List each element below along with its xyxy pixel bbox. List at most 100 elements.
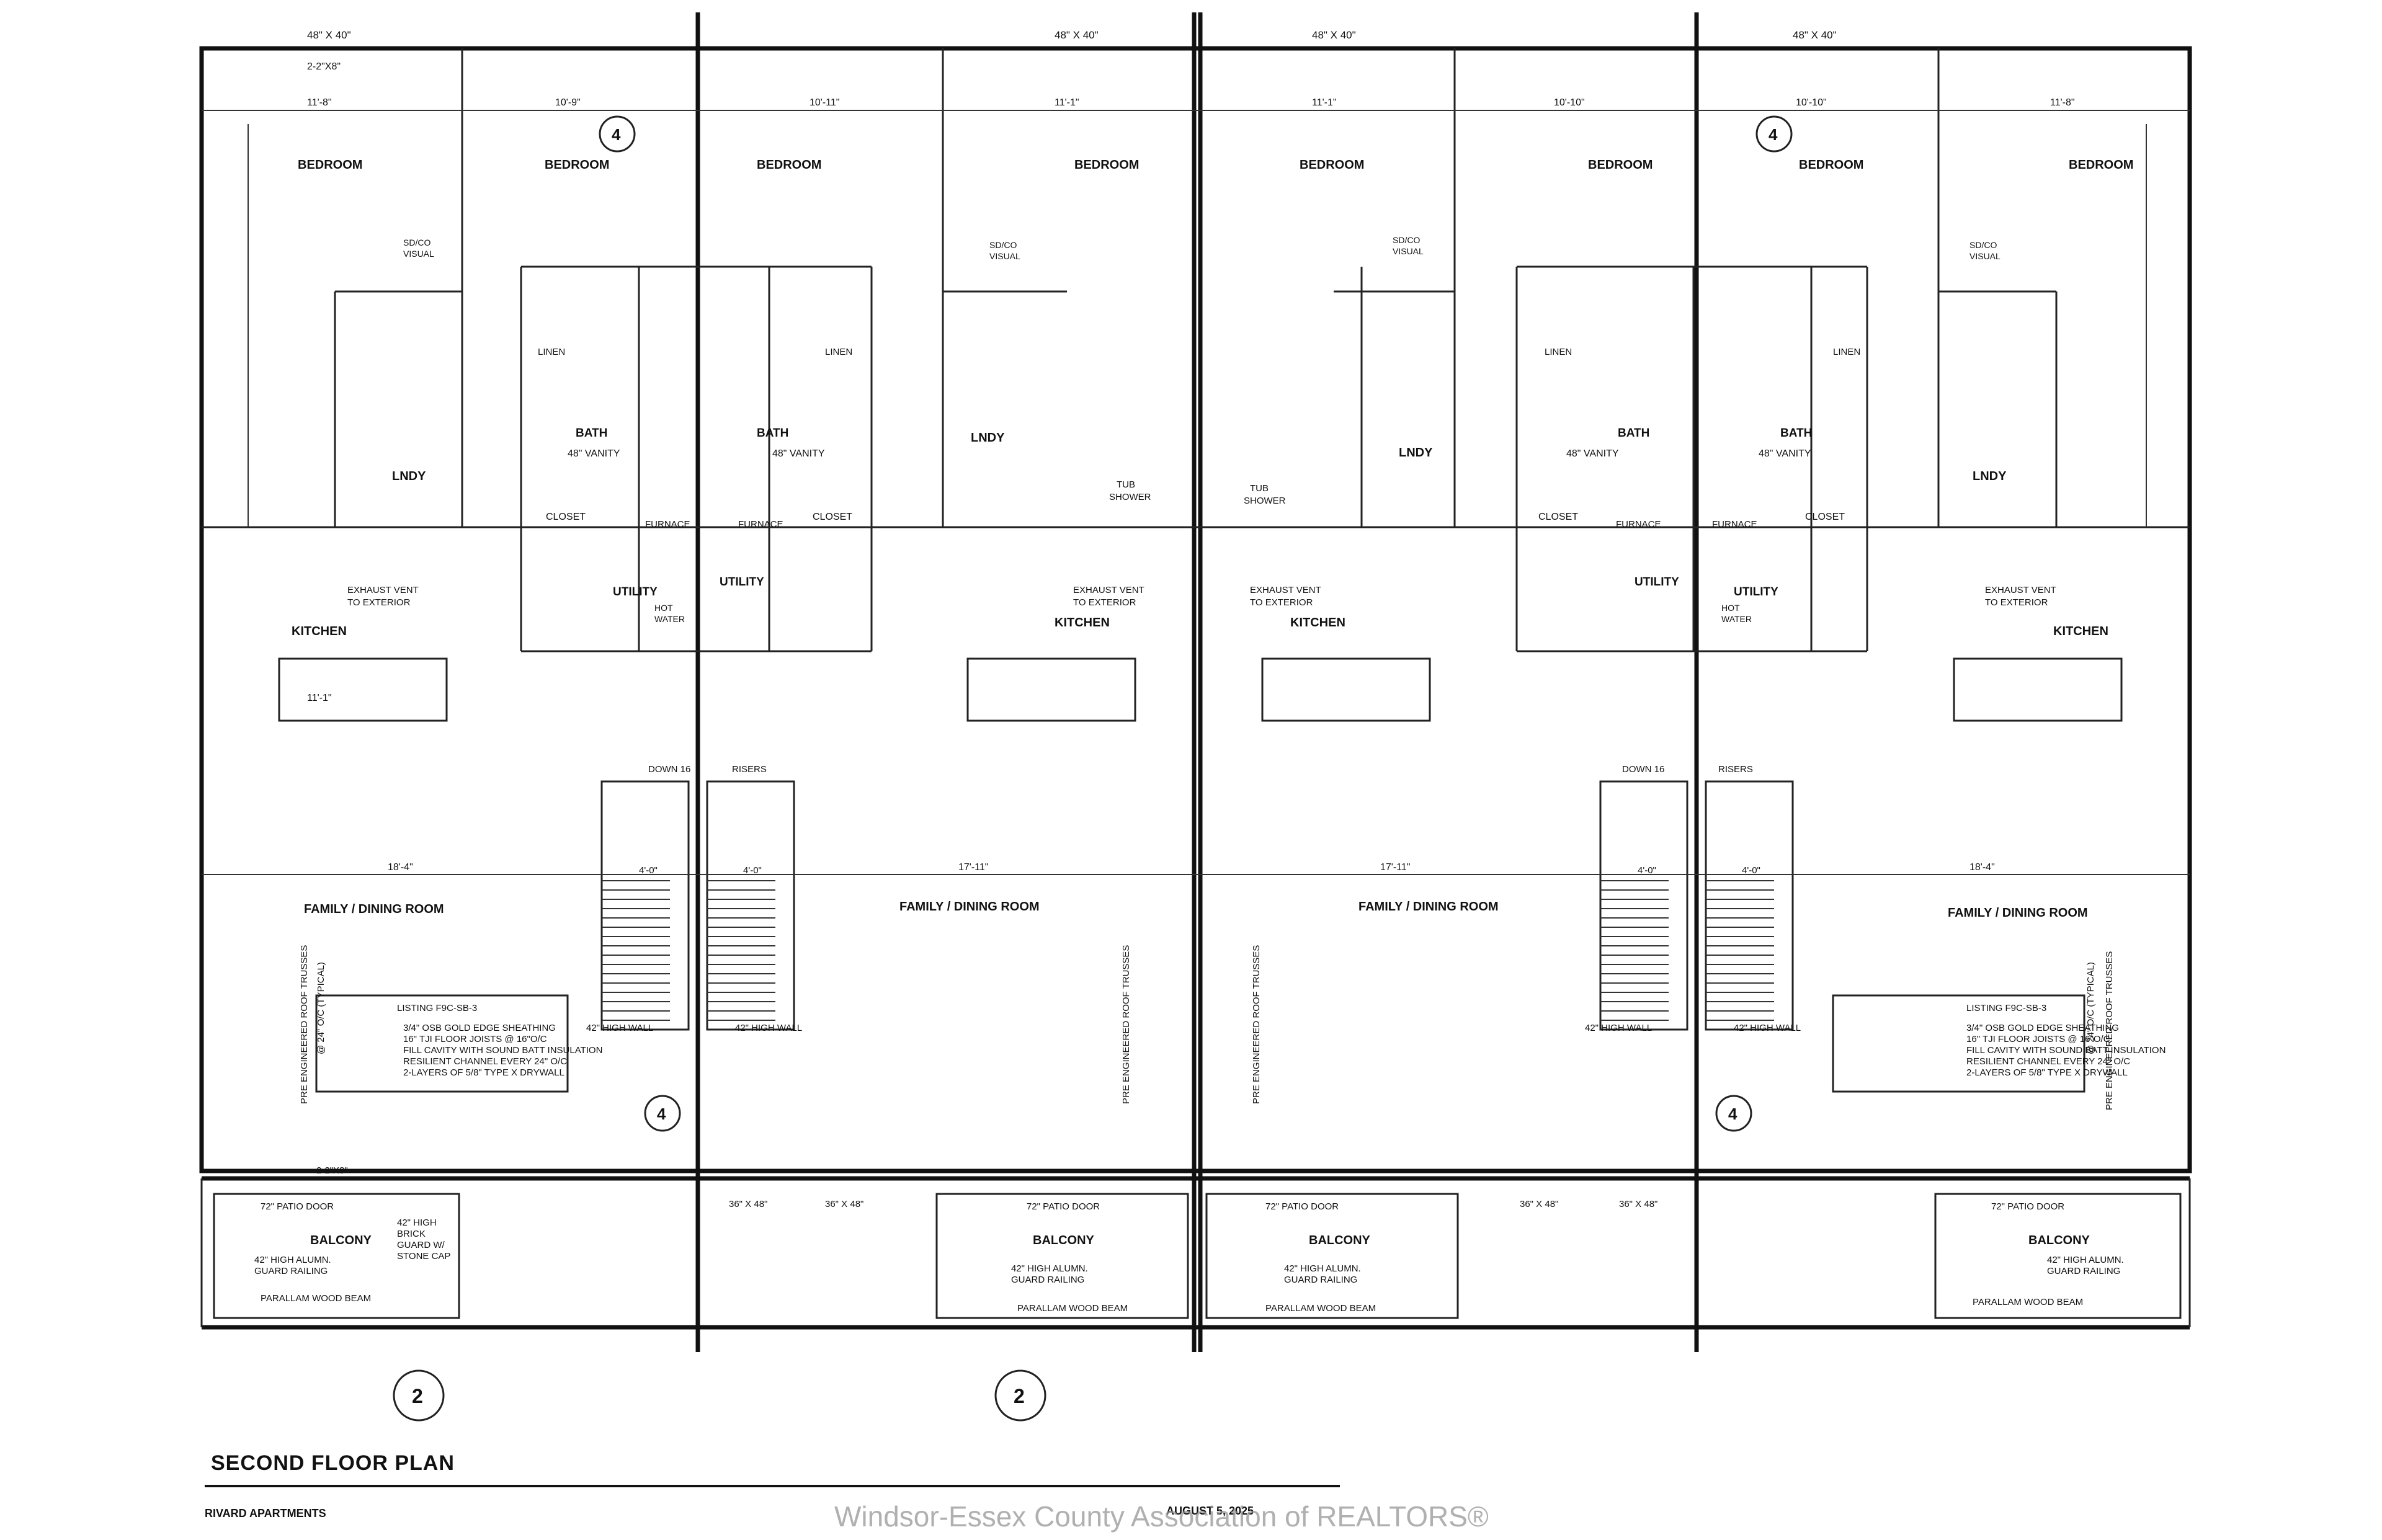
unit3-family-label: FAMILY / DINING ROOM [1358,900,1499,914]
note-right-4: RESILIENT CHANNEL EVERY 24" O/C [1966,1056,2130,1067]
unit2-exhaust-b: TO EXTERIOR [1073,597,1136,608]
unit1-kitchen-width: 11'-1" [307,693,332,703]
kitchen-islands [278,657,2123,722]
unit4-kitchen-label: KITCHEN [2053,625,2108,638]
watermark: Windsor-Essex County Association of REAL… [834,1500,1489,1533]
unit1-sdco-b: VISUAL [403,249,434,259]
unit3-beam: PARALLAM WOOD BEAM [1265,1303,1376,1314]
trusses-oc-left: @ 24" O/C (TYPICAL) [316,962,326,1054]
inner-left-window-a: 36" X 48" [729,1199,767,1209]
trusses-left: PRE ENGINEERED ROOF TRUSSES [299,945,310,1104]
unit1-balcony-label: BALCONY [310,1234,372,1247]
inner-right-bedroom-a: BEDROOM [1588,158,1653,172]
section-markers [393,115,1793,1422]
inner-right-dim-a: 10'-10" [1554,97,1585,108]
unit1-exhaust-a: EXHAUST VENT [347,585,419,595]
unit3-tub: TUB [1250,483,1269,494]
unit2-shower: SHOWER [1109,492,1151,502]
inner-right-utility-a: UTILITY [1635,576,1679,589]
unit3-family-width: 17'-11" [1380,862,1410,873]
unit4-exhaust-a: EXHAUST VENT [1985,585,2056,595]
unit4-sdco-a: SD/CO [1969,240,1997,250]
unit1-kitchen-label: KITCHEN [292,625,347,638]
note-left-5: 2-LAYERS OF 5/8" TYPE X DRYWALL [403,1067,564,1078]
inner-left-closet-a: CLOSET [546,512,586,522]
unit3-exhaust-b: TO EXTERIOR [1250,597,1313,608]
unit4-family-width: 18'-4" [1969,862,1995,873]
unit1-rail-b: GUARD RAILING [254,1266,328,1276]
unit1-window-top: 48" X 40" [307,29,351,41]
unit1-rail-a: 42" HIGH ALUMN. [254,1255,331,1265]
balcony-outlines [213,1193,2182,1319]
unit1-family-width: 18'-4" [388,862,413,873]
inner-left-bath-a: BATH [576,427,607,440]
inner-left-bedroom-a: BEDROOM [545,158,609,172]
inner-right-linen-a: LINEN [1545,347,1572,357]
unit2-sdco-a: SD/CO [989,240,1017,250]
inner-right-hot: HOT [1721,603,1740,613]
unit4-window-top: 48" X 40" [1793,29,1837,41]
unit1-guard-d: STONE CAP [397,1251,450,1262]
inner-left-stairs-a: DOWN 16 [648,764,690,775]
unit3-rail-a: 42" HIGH ALUMN. [1284,1263,1361,1274]
unit2-rail-a: 42" HIGH ALUMN. [1011,1263,1088,1274]
plan-date: AUGUST 5, 2025 [1166,1505,1254,1517]
inner-right-utility-b: UTILITY [1734,585,1778,599]
unit1-guard-b: BRICK [397,1229,426,1239]
unit3-exhaust-a: EXHAUST VENT [1250,585,1321,595]
dimension-lines [202,110,2190,875]
unit2-balcony-label: BALCONY [1033,1234,1095,1247]
project-name: RIVARD APARTMENTS [205,1507,326,1520]
unit4-beam: PARALLAM WOOD BEAM [1973,1297,2083,1307]
unit4-bedroom-label: BEDROOM [2069,158,2133,172]
unit1-laundry-label: LNDY [392,470,426,483]
inner-left-stairs-b: RISERS [732,764,767,775]
unit3-patio: 72" PATIO DOOR [1265,1201,1339,1212]
unit4-balcony-label: BALCONY [2028,1234,2090,1247]
trusses-mid-a: PRE ENGINEERED ROOF TRUSSES [1121,945,1131,1104]
inner-left-bath-b: BATH [757,427,788,440]
unit2-window-top: 48" X 40" [1055,29,1099,41]
unit2-beam: PARALLAM WOOD BEAM [1017,1303,1128,1314]
inner-right-stairw-a: 4'-0" [1638,865,1656,876]
note-left-4: RESILIENT CHANNEL EVERY 24" O/C [403,1056,567,1067]
inner-right-wall-b: 42" HIGH WALL [1734,1023,1801,1033]
unit3-window-top: 48" X 40" [1312,29,1356,41]
interior-partitions [202,265,2190,652]
title-block: SECOND FLOOR PLAN RIVARD APARTMENTS AUGU… [205,1451,1340,1520]
unit1-family-label: FAMILY / DINING ROOM [304,902,444,916]
inner-left-dim-b: 10'-11" [810,97,839,108]
unit2-rail-b: GUARD RAILING [1011,1275,1084,1285]
unit1-beam: PARALLAM WOOD BEAM [261,1293,371,1304]
note-right-2: 16" TJI FLOOR JOISTS @ 16"O/C [1966,1034,2110,1044]
unit2-laundry-label: LNDY [971,431,1005,445]
unit1-sdco-a: SD/CO [403,238,430,247]
unit4-family-label: FAMILY / DINING ROOM [1948,906,2088,920]
title-rule [205,1485,1340,1487]
marker-2-left: 2 [412,1385,423,1407]
unit3-sdco-b: VISUAL [1393,246,1424,256]
assembly-notes-right: LISTING F9C-SB-3 3/4" OSB GOLD EDGE SHEA… [1121,945,2166,1110]
inner-right-bath-a: BATH [1618,427,1649,440]
unit1-exhaust-b: TO EXTERIOR [347,597,411,608]
inner-left-vanity-a: 48" VANITY [568,448,620,459]
party-walls [461,12,1940,1352]
inner-right-window-a: 36" X 48" [1520,1199,1558,1209]
unit3-shower: SHOWER [1244,496,1286,506]
unit1-guard-a: 42" HIGH [397,1217,437,1228]
trusses-mid-b: PRE ENGINEERED ROOF TRUSSES [1251,945,1262,1104]
room-labels: BEDROOM LNDY KITCHEN FAMILY / DINING ROO… [292,158,2133,1247]
inner-left-linen-b: LINEN [825,347,852,357]
marker-2-right: 2 [1014,1385,1025,1407]
marker-4-top-right: 4 [1769,125,1778,144]
unit1-bedroom-width: 11'-8" [307,97,332,108]
unit1-patio: 72" PATIO DOOR [261,1201,334,1212]
inner-right-water: WATER [1721,614,1752,624]
inner-right-furnace-b: FURNACE [1712,519,1757,530]
inner-right-closet-a: CLOSET [1538,512,1578,522]
unit4-exhaust-b: TO EXTERIOR [1985,597,2048,608]
unit4-bedroom-width: 11'-8" [2050,97,2075,108]
unit2-kitchen-label: KITCHEN [1055,616,1110,630]
marker-4-bottom-right: 4 [1728,1105,1737,1123]
